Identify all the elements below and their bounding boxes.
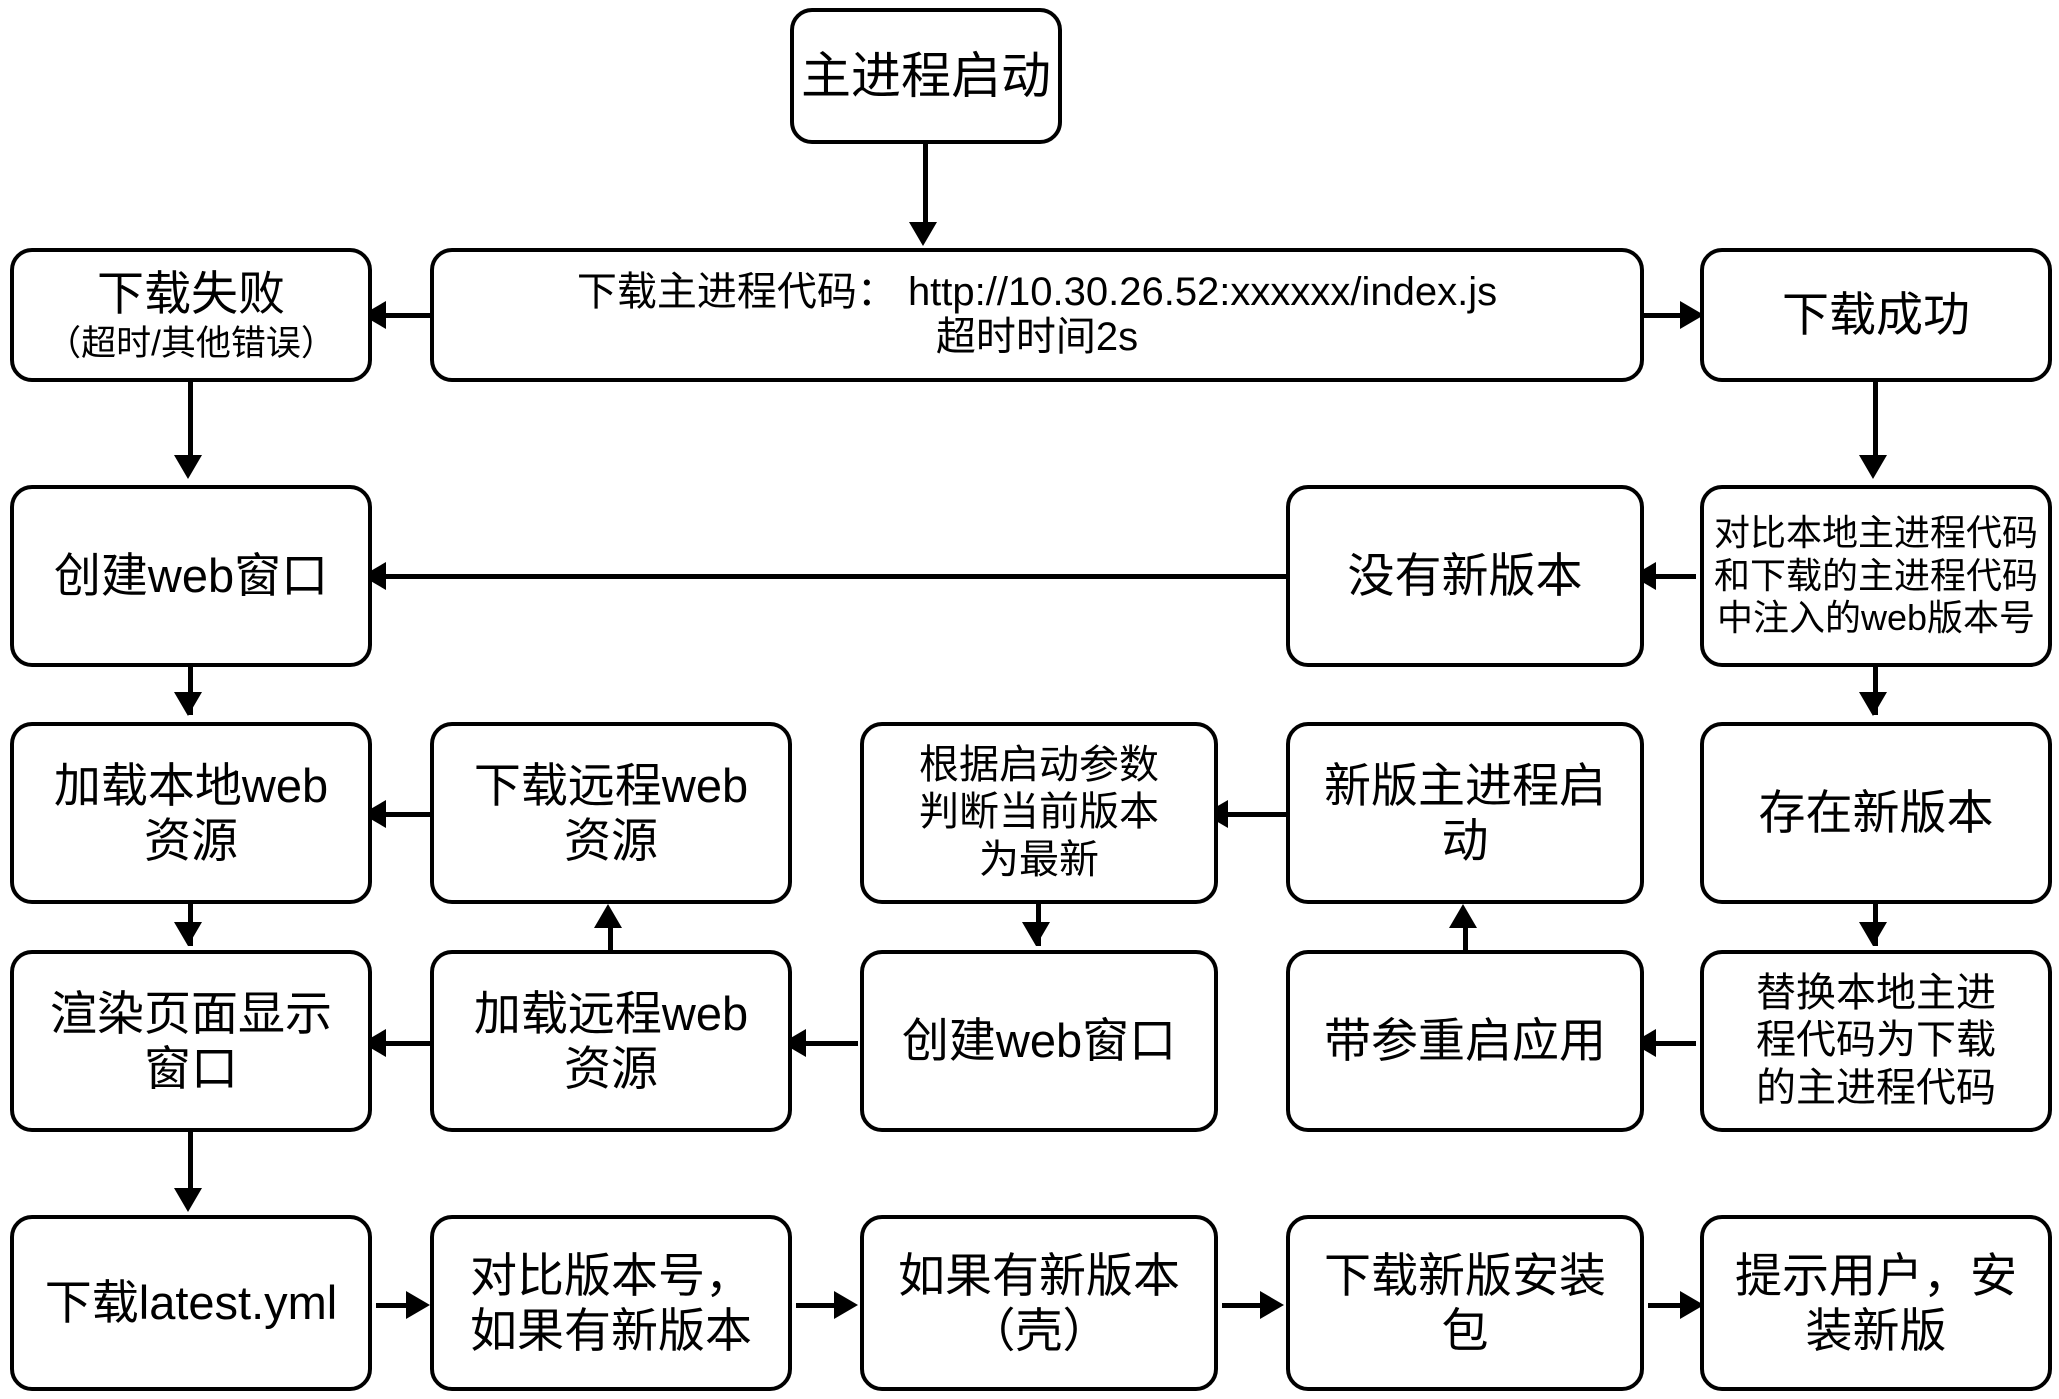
edge-download-to-success xyxy=(1644,313,1686,318)
node-label: 下载latest.yml xyxy=(44,1276,338,1330)
node-download-latest-yml: 下载latest.yml xyxy=(10,1215,372,1391)
arrowhead-down xyxy=(1859,922,1887,946)
node-if-new-version-shell: 如果有新版本 （壳） xyxy=(860,1215,1218,1391)
node-label: 没有新版本 xyxy=(1347,549,1583,603)
node-label: 下载失败 xyxy=(97,266,285,320)
node-download-remote-web: 下载远程web 资源 xyxy=(430,722,792,904)
arrowhead-right xyxy=(834,1291,858,1319)
node-download-main-code: 下载主进程代码： http://10.30.26.52:xxxxxx/index… xyxy=(430,248,1644,382)
node-download-new-installer: 下载新版安装 包 xyxy=(1286,1215,1644,1391)
arrowhead-down xyxy=(174,922,202,946)
node-label: 下载成功 xyxy=(1782,288,1970,342)
node-new-main-process-start: 新版主进程启 动 xyxy=(1286,722,1644,904)
node-label: 提示用户，安 装新版 xyxy=(1735,1248,2017,1357)
node-label: 下载远程web 资源 xyxy=(473,758,749,867)
edge-load-remote-to-render xyxy=(380,1041,432,1046)
edge-installer-to-prompt xyxy=(1648,1303,1686,1308)
arrowhead-right xyxy=(406,1291,430,1319)
node-compare-versions: 对比本地主进程代码 和下载的主进程代码 中注入的web版本号 xyxy=(1700,485,2052,667)
arrowhead-down xyxy=(174,692,202,716)
edge-replace-to-restart xyxy=(1650,1041,1696,1046)
edge-download-remote-to-load-local xyxy=(380,812,432,817)
edge-shell-to-download-installer xyxy=(1222,1303,1264,1308)
node-load-local-web: 加载本地web 资源 xyxy=(10,722,372,904)
edge-no-new-to-create-window xyxy=(380,574,1288,579)
edge-yml-to-compare-version xyxy=(376,1303,412,1308)
arrowhead-up xyxy=(1449,904,1477,928)
node-label: 替换本地主进 程代码为下载 的主进程代码 xyxy=(1756,971,1996,1110)
node-compare-version-number: 对比版本号， 如果有新版本 xyxy=(430,1215,792,1391)
node-sublabel: （超时/其他错误） xyxy=(46,324,336,364)
arrowhead-down xyxy=(1859,692,1887,716)
node-label: 存在新版本 xyxy=(1758,786,1994,840)
node-label: 新版主进程启 动 xyxy=(1324,758,1606,867)
edge-new-main-to-judge xyxy=(1222,812,1286,817)
node-main-process-start: 主进程启动 xyxy=(790,8,1062,144)
node-label: 根据启动参数 判断当前版本 为最新 xyxy=(919,743,1159,882)
edge-fail-to-create-window xyxy=(188,382,193,458)
node-label: 下载新版安装 包 xyxy=(1324,1248,1606,1357)
node-label: 渲染页面显示 窗口 xyxy=(50,986,332,1095)
node-restart-with-args: 带参重启应用 xyxy=(1286,950,1644,1132)
edge-create-window-to-load-local xyxy=(188,667,193,715)
node-render-page-window: 渲染页面显示 窗口 xyxy=(10,950,372,1132)
node-label: 带参重启应用 xyxy=(1324,1014,1606,1068)
node-download-success: 下载成功 xyxy=(1700,248,2052,382)
node-prompt-user-install: 提示用户，安 装新版 xyxy=(1700,1215,2052,1391)
edge-load-remote-to-download-remote xyxy=(608,928,613,950)
node-label: 主进程启动 xyxy=(801,47,1051,104)
arrowhead-right xyxy=(1260,1291,1284,1319)
edge-render-to-download-yml xyxy=(188,1132,193,1192)
edge-start-to-download xyxy=(923,144,928,226)
arrowhead-up xyxy=(594,904,622,928)
edge-compare-to-has-new xyxy=(1873,667,1878,715)
arrowhead-down xyxy=(174,455,202,479)
edge-restart-to-new-main xyxy=(1463,928,1468,950)
arrowhead-down xyxy=(1022,922,1050,946)
node-judge-latest-by-args: 根据启动参数 判断当前版本 为最新 xyxy=(860,722,1218,904)
node-label: 加载本地web 资源 xyxy=(53,758,329,867)
node-label: 创建web窗口 xyxy=(53,549,329,603)
node-label: 下载主进程代码： http://10.30.26.52:xxxxxx/index… xyxy=(576,270,1498,359)
arrowhead-down xyxy=(1859,455,1887,479)
node-create-web-window-left: 创建web窗口 xyxy=(10,485,372,667)
node-create-web-window-mid: 创建web窗口 xyxy=(860,950,1218,1132)
edge-create-window-mid-to-load-remote xyxy=(800,1041,858,1046)
node-has-new-version: 存在新版本 xyxy=(1700,722,2052,904)
edge-compare-to-no-new xyxy=(1650,574,1696,579)
node-label: 加载远程web 资源 xyxy=(473,986,749,1095)
node-download-fail: 下载失败 （超时/其他错误） xyxy=(10,248,372,382)
node-replace-local-code: 替换本地主进 程代码为下载 的主进程代码 xyxy=(1700,950,2052,1132)
node-load-remote-web: 加载远程web 资源 xyxy=(430,950,792,1132)
arrowhead-down xyxy=(174,1188,202,1212)
arrowhead-down xyxy=(909,222,937,246)
node-no-new-version: 没有新版本 xyxy=(1286,485,1644,667)
edge-compare-version-to-shell xyxy=(796,1303,838,1308)
edge-success-to-compare xyxy=(1873,382,1878,458)
node-label: 对比本地主进程代码 和下载的主进程代码 中注入的web版本号 xyxy=(1713,512,2038,639)
node-label: 创建web窗口 xyxy=(901,1014,1177,1068)
edge-download-to-fail xyxy=(380,313,434,318)
node-label: 如果有新版本 （壳） xyxy=(898,1248,1180,1357)
node-label: 对比版本号， 如果有新版本 xyxy=(470,1248,752,1357)
